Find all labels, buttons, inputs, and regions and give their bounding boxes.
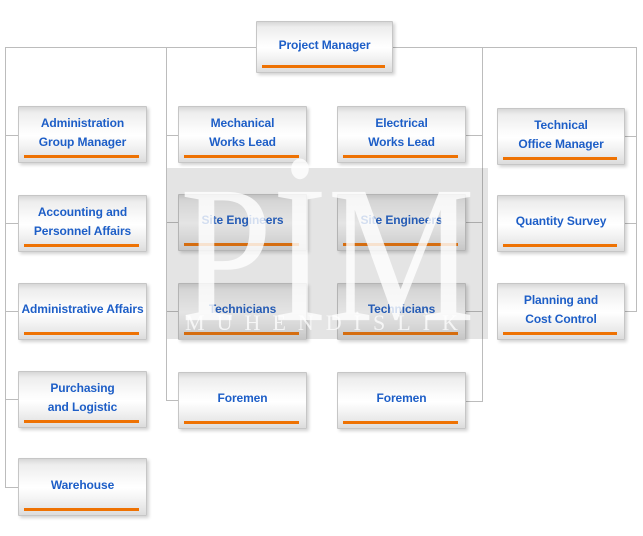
- node-label: Site Engineers: [360, 213, 443, 227]
- node-label: Mechanical Works Lead: [209, 115, 276, 149]
- node-quantity-survey: Quantity Survey: [497, 195, 625, 252]
- node-label: Accounting and Personnel Affairs: [33, 204, 132, 238]
- node-planning-cost-control: Planning and Cost Control: [497, 283, 625, 340]
- node-label: Administrative Affairs: [21, 302, 144, 316]
- node-label: Technicians: [208, 302, 277, 316]
- node-electrical-technicians: Technicians: [337, 283, 466, 340]
- node-technical-office-manager: Technical Office Manager: [497, 108, 625, 165]
- connector-stub: [466, 135, 483, 136]
- connector-stub: [5, 223, 18, 224]
- connector-vertical-col1: [5, 47, 6, 488]
- connector-stub: [625, 223, 636, 224]
- connector-stub: [5, 135, 18, 136]
- node-label: Administration Group Manager: [38, 115, 127, 149]
- node-label: Foremen: [376, 391, 427, 405]
- connector-vertical-col4: [636, 47, 637, 312]
- node-label: Purchasing and Logistic: [47, 380, 118, 414]
- connector-vertical-col3: [482, 47, 483, 402]
- node-purchasing-logistic: Purchasing and Logistic: [18, 371, 147, 428]
- node-administration-group-manager: Administration Group Manager: [18, 106, 147, 163]
- connector-stub: [466, 401, 483, 402]
- node-electrical-site-engineers: Site Engineers: [337, 194, 466, 251]
- node-mechanical-works-lead: Mechanical Works Lead: [178, 106, 307, 163]
- node-administrative-affairs: Administrative Affairs: [18, 283, 147, 340]
- node-label: Quantity Survey: [515, 214, 607, 228]
- connector-stub: [5, 487, 18, 488]
- connector-stub: [466, 222, 483, 223]
- node-electrical-foremen: Foremen: [337, 372, 466, 429]
- node-label: Warehouse: [50, 477, 115, 492]
- connector-vertical-col2: [166, 47, 167, 401]
- node-mechanical-foremen: Foremen: [178, 372, 307, 429]
- node-label: Foremen: [217, 391, 268, 405]
- node-label: Site Engineers: [201, 213, 284, 227]
- connector-stub: [166, 311, 178, 312]
- node-warehouse: Warehouse: [18, 458, 147, 516]
- connector-stub: [466, 311, 483, 312]
- connector-stub: [166, 222, 178, 223]
- node-mechanical-site-engineers: Site Engineers: [178, 194, 307, 251]
- node-electrical-works-lead: Electrical Works Lead: [337, 106, 466, 163]
- connector-stub: [625, 311, 636, 312]
- node-label: Technical Office Manager: [518, 117, 604, 151]
- connector-stub: [5, 311, 18, 312]
- connector-stub: [166, 400, 178, 401]
- connector-stub: [5, 399, 18, 400]
- node-label: Project Manager: [278, 37, 371, 52]
- node-label: Planning and Cost Control: [523, 292, 599, 326]
- node-accounting-personnel-affairs: Accounting and Personnel Affairs: [18, 195, 147, 252]
- node-mechanical-technicians: Technicians: [178, 283, 307, 340]
- node-label: Electrical Works Lead: [368, 115, 435, 149]
- connector-stub: [625, 136, 636, 137]
- connector-stub: [166, 135, 178, 136]
- node-label: Technicians: [367, 302, 436, 316]
- node-project-manager: Project Manager: [256, 21, 393, 73]
